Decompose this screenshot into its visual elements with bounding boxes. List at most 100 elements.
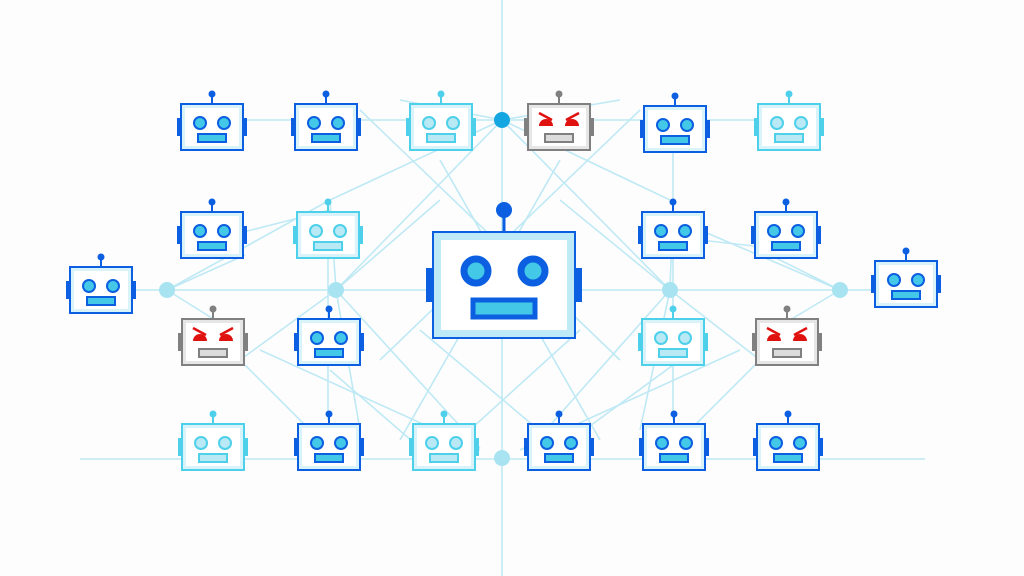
eye <box>540 436 554 450</box>
robot-icon <box>178 410 248 471</box>
network-node <box>328 282 344 298</box>
ear-right <box>360 438 364 456</box>
ear-right <box>243 118 247 136</box>
mouth <box>773 453 803 463</box>
antenna-tip <box>670 410 678 418</box>
connection-line <box>239 289 337 361</box>
ear-right <box>244 333 248 351</box>
angry-eye <box>193 334 207 341</box>
eye <box>887 273 901 287</box>
eye <box>656 118 670 132</box>
eye <box>218 436 232 450</box>
ear-right <box>706 120 710 138</box>
mouth <box>658 241 688 251</box>
eye <box>767 224 781 238</box>
ear-right <box>818 333 822 351</box>
ear-right <box>360 333 364 351</box>
mouth <box>544 453 574 463</box>
ear-right <box>359 226 363 244</box>
eye <box>770 116 784 130</box>
eye <box>82 279 96 293</box>
robot-icon <box>294 410 364 471</box>
connection-line <box>789 289 841 321</box>
ear-right <box>704 226 708 244</box>
eye <box>217 116 231 130</box>
ear-right <box>132 281 136 299</box>
antenna-tip <box>669 305 677 313</box>
eye <box>422 116 436 130</box>
antenna-tip <box>783 305 791 313</box>
ear-left <box>753 438 757 456</box>
eye <box>333 224 347 238</box>
robot-icon <box>640 92 710 153</box>
ear-right <box>705 438 709 456</box>
eye <box>309 224 323 238</box>
angry-brow <box>219 326 234 337</box>
mouth <box>311 133 341 143</box>
ear-right <box>820 118 824 136</box>
ear-right <box>817 226 821 244</box>
eye <box>194 436 208 450</box>
eye <box>655 436 669 450</box>
evil-robot-icon <box>752 305 822 366</box>
ear-left <box>638 226 642 244</box>
robot-icon <box>66 253 136 314</box>
ear-left <box>426 268 434 302</box>
robot-icon <box>524 410 594 471</box>
antenna-tip <box>325 305 333 313</box>
ear-right <box>243 226 247 244</box>
angry-brow <box>793 326 808 337</box>
robot-icon <box>871 247 941 308</box>
robot-icon <box>638 305 708 366</box>
eye <box>193 224 207 238</box>
connection-line <box>166 254 246 291</box>
ear-right <box>472 118 476 136</box>
eye <box>678 331 692 345</box>
robot-icon <box>751 198 821 259</box>
ear-left <box>754 118 758 136</box>
antenna-tip <box>555 90 563 98</box>
mouth <box>429 453 459 463</box>
ear-left <box>293 226 297 244</box>
connection-line <box>529 289 671 449</box>
ear-left <box>524 118 528 136</box>
connection-line <box>335 289 481 449</box>
eye <box>654 331 668 345</box>
mouth <box>426 133 456 143</box>
eye <box>217 224 231 238</box>
angry-brow <box>565 111 580 122</box>
ear-left <box>177 118 181 136</box>
robot-icon <box>754 90 824 151</box>
connection-line <box>335 119 503 291</box>
eye <box>193 116 207 130</box>
mouth <box>658 348 688 358</box>
mouth <box>772 348 802 358</box>
antenna-tip <box>440 410 448 418</box>
mouth <box>313 241 343 251</box>
ear-left <box>871 275 875 293</box>
ear-left <box>178 438 182 456</box>
network-node <box>159 282 175 298</box>
robot-icon <box>638 198 708 259</box>
eye <box>794 116 808 130</box>
antenna-tip <box>437 90 445 98</box>
connection-line <box>559 199 671 291</box>
eye <box>654 224 668 238</box>
main-robot-icon <box>426 202 582 339</box>
eye <box>679 436 693 450</box>
eye <box>331 116 345 130</box>
antenna-tip <box>555 410 563 418</box>
eye <box>769 436 783 450</box>
ear-right <box>475 438 479 456</box>
ear-right <box>704 333 708 351</box>
network-node <box>832 282 848 298</box>
eye <box>334 331 348 345</box>
ear-right <box>574 268 582 302</box>
evil-robot-icon <box>178 305 248 366</box>
network-hub-node <box>494 112 510 128</box>
connection-line <box>335 199 441 291</box>
antenna-tip <box>902 247 910 255</box>
angry-brow <box>766 326 781 337</box>
